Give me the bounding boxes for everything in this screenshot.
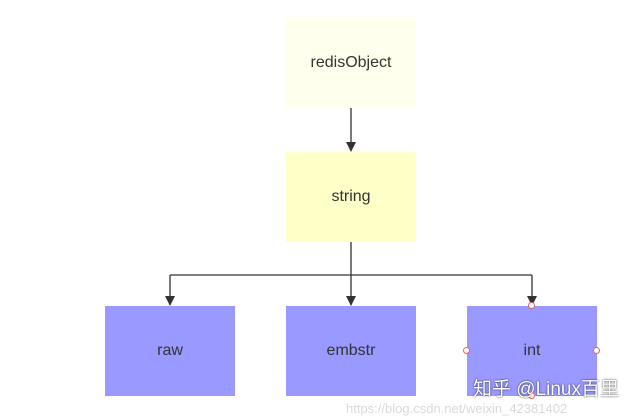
node-embstr[interactable]: embstr bbox=[286, 306, 416, 396]
node-redisobject[interactable]: redisObject bbox=[286, 18, 416, 108]
node-label: string bbox=[331, 188, 371, 205]
node-label: raw bbox=[157, 342, 183, 359]
node-raw[interactable]: raw bbox=[105, 306, 235, 396]
node-label: embstr bbox=[326, 342, 376, 359]
node-label: int bbox=[523, 342, 541, 359]
watermark-zhihu: 知乎 @Linux百里 bbox=[473, 379, 619, 400]
node-string[interactable]: string bbox=[286, 152, 416, 242]
selection-handle-left[interactable] bbox=[463, 347, 470, 354]
selection-handle-bottom[interactable] bbox=[528, 392, 535, 399]
selection-handle-right[interactable] bbox=[593, 347, 600, 354]
node-int[interactable]: int bbox=[467, 306, 597, 396]
node-label: redisObject bbox=[310, 54, 392, 71]
selection-handle-top[interactable] bbox=[528, 302, 535, 309]
watermark-url: https://blog.csdn.net/weixin_42381402 bbox=[346, 401, 568, 416]
